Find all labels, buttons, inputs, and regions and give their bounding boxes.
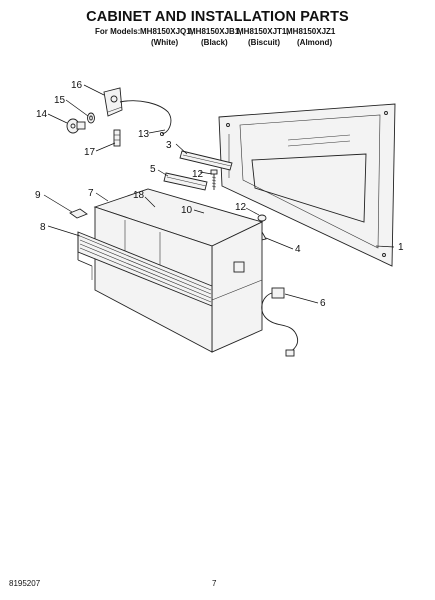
callout-label: 12 xyxy=(192,169,204,180)
callout-label: 4 xyxy=(295,244,301,255)
callout-label: 18 xyxy=(133,190,145,201)
leader-line xyxy=(148,129,166,134)
model-number: MH8150XJT1, xyxy=(237,27,289,36)
pad xyxy=(69,208,88,219)
leader-line xyxy=(175,143,188,155)
leader-line xyxy=(95,192,109,202)
callout-label: 15 xyxy=(54,95,66,106)
leader-line xyxy=(265,237,294,250)
callout-label: 3 xyxy=(166,140,172,151)
model-color: (Biscuit) xyxy=(248,38,280,47)
leader-line xyxy=(193,209,205,214)
leader-line xyxy=(43,194,73,213)
leader-line xyxy=(199,171,213,175)
lower-bracket xyxy=(163,172,208,191)
mounting-plate xyxy=(218,103,396,267)
callout-label: 10 xyxy=(181,205,193,216)
screw xyxy=(210,169,218,190)
model-color: (White) xyxy=(151,38,179,47)
rail xyxy=(179,150,233,171)
leader-line xyxy=(144,196,156,208)
leader-line xyxy=(284,293,319,304)
callout-label: 7 xyxy=(88,188,94,199)
callout-labels: 1 12 3 4 5 6 7 8 9 10 12 13 14 15 16 17 … xyxy=(35,80,404,309)
models-label: For Models: xyxy=(95,27,141,36)
model-number: MH8150XJB1, xyxy=(189,27,242,36)
model-color: (Black) xyxy=(201,38,228,47)
callout-label: 14 xyxy=(36,109,48,120)
callout-label: 1 xyxy=(398,242,404,253)
callout-label: 9 xyxy=(35,190,41,201)
callout-label: 6 xyxy=(320,298,326,309)
holder-clip xyxy=(113,129,121,147)
page-title: CABINET AND INSTALLATION PARTS xyxy=(86,9,349,25)
vent-grille xyxy=(77,231,213,307)
washer xyxy=(87,112,95,124)
leader-line xyxy=(47,225,81,237)
callout-label: 12 xyxy=(235,202,247,213)
leader-line xyxy=(65,99,89,117)
model-number: MH8150XJZ1 xyxy=(286,27,336,36)
leader-lines xyxy=(43,84,395,304)
callout-label: 8 xyxy=(40,222,46,233)
model-color: (Almond) xyxy=(297,38,333,47)
leader-line xyxy=(245,207,260,216)
callout-label: 16 xyxy=(71,80,83,91)
callout-label: 17 xyxy=(84,147,96,158)
leader-line xyxy=(375,245,395,248)
power-cord xyxy=(261,287,299,357)
leader-line xyxy=(95,142,116,152)
leader-line xyxy=(47,113,68,124)
wire xyxy=(119,100,172,137)
callout-label: 5 xyxy=(150,164,156,175)
document-number: 8195207 xyxy=(9,579,41,588)
model-number: MH8150XJQ1, xyxy=(140,27,193,36)
mounting-bracket xyxy=(103,87,123,117)
leader-line xyxy=(83,84,105,96)
cabinet-wrapper xyxy=(93,188,264,353)
knob xyxy=(66,118,86,134)
page-number: 7 xyxy=(212,579,217,588)
leader-line xyxy=(157,169,169,177)
callout-label: 13 xyxy=(138,129,150,140)
